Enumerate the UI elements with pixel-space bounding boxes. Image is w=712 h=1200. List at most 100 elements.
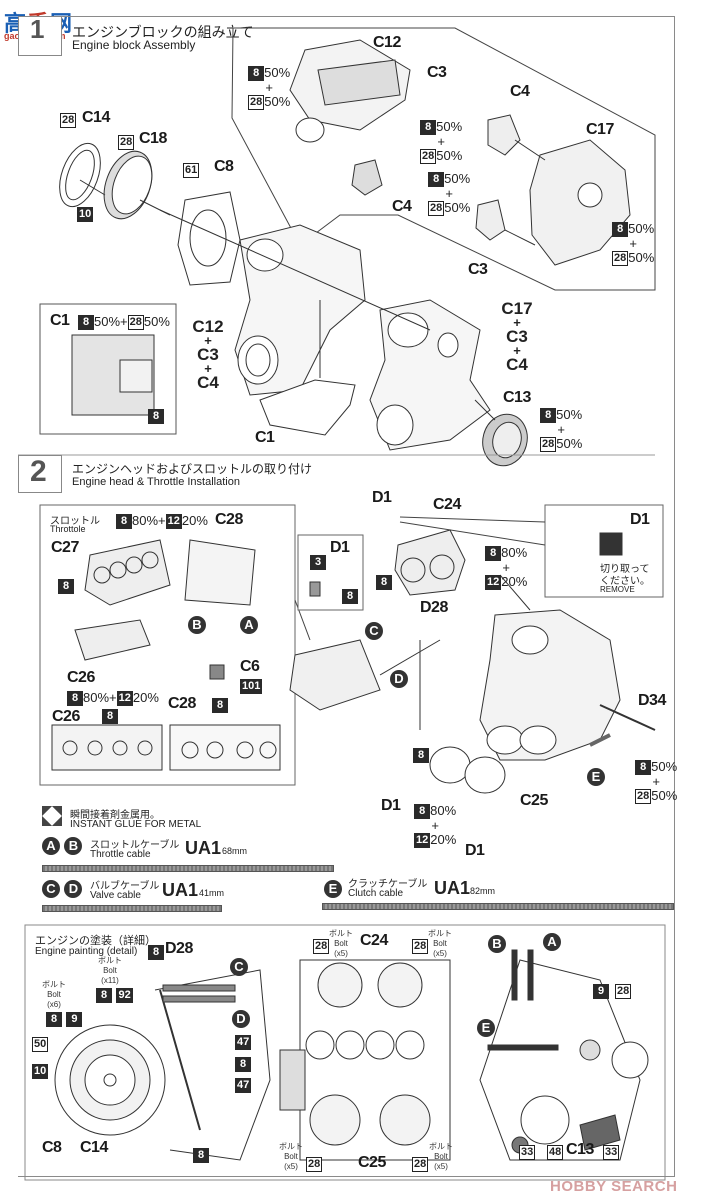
- c13-detail-label: C13: [566, 1141, 594, 1158]
- detail-code-33b: 33: [603, 1145, 620, 1161]
- painting-detail-title-en: Engine painting (detail): [35, 946, 138, 957]
- detail-code-8r: 8: [235, 1056, 251, 1074]
- c8-detail-label: C8: [42, 1139, 62, 1156]
- c25-detail-label: C25: [358, 1154, 386, 1171]
- c24-part: [394, 529, 466, 596]
- c27-label: C27: [51, 539, 79, 556]
- cable-e-bar: [322, 903, 674, 910]
- detail-code-28: 28: [615, 984, 632, 1000]
- cable-d-marker: D: [390, 670, 408, 688]
- c28-bottom-label: C28: [168, 695, 196, 712]
- detail-e-marker: E: [477, 1019, 495, 1037]
- c25-part: [429, 746, 471, 784]
- d1-label-a: D1: [372, 489, 392, 506]
- c24-detail-label: C24: [360, 932, 388, 949]
- detail-c-marker: C: [230, 958, 248, 976]
- cable-cd-en: Valve cable: [90, 890, 141, 901]
- c4-part-right: [487, 114, 521, 156]
- cable-d-badge: D: [64, 880, 83, 898]
- c17-combo-label: C17 + C3 + C4: [501, 299, 533, 374]
- c25-bolt-code-left: 28: [306, 1157, 323, 1173]
- hobby-search-watermark: HOBBY SEARCH: [550, 1178, 678, 1195]
- cable-c-badge: C: [42, 880, 60, 898]
- c1-part: [259, 379, 356, 436]
- c28-label: C28: [215, 511, 243, 528]
- step2-title-jp: エンジンヘッドおよびスロットルの取り付け: [72, 462, 313, 476]
- c24-label: C24: [433, 496, 461, 513]
- cable-ab-length: 68mm: [222, 846, 248, 856]
- cable-b-marker: B: [188, 616, 206, 634]
- cable-ab-bar: [42, 865, 334, 872]
- glue-note-en: INSTANT GLUE FOR METAL: [70, 819, 202, 830]
- detail-code-50: 50: [32, 1037, 49, 1053]
- c1-label: C1: [255, 429, 275, 446]
- c25-code-8: 8: [413, 747, 429, 765]
- throttle-body-step2: [289, 639, 381, 711]
- cable-cd-part: UA1: [162, 880, 199, 900]
- c4-label-right: C4: [510, 83, 530, 100]
- callout-outline: [231, 27, 656, 291]
- cable-ab-jp: スロットルケーブル: [90, 840, 180, 851]
- d1-label-c: D1: [465, 842, 485, 859]
- detail-d-marker: D: [232, 1010, 250, 1028]
- cable-ab-en: Throttle cable: [90, 849, 151, 860]
- glue-icon: [42, 806, 62, 826]
- c3-part-right: [475, 199, 506, 241]
- step1-number-box: [18, 16, 62, 56]
- throttle-inset-title-jp: スロットル: [50, 516, 100, 527]
- d1-inset-code-8: 8: [342, 588, 358, 606]
- c3-label-top: C3: [427, 64, 447, 81]
- c28-bottom-part: [169, 724, 281, 771]
- c18-inner-color-code: 10: [77, 207, 94, 223]
- c28-part: [184, 539, 256, 606]
- c17-label: C17: [586, 121, 614, 138]
- d1-inset-title: D1: [330, 539, 350, 556]
- cable-e-row: E: [324, 880, 342, 898]
- d34-label: D34: [638, 692, 666, 709]
- bolt6-codes: 8 9: [46, 1011, 83, 1029]
- d1-inset-frame: [297, 534, 364, 611]
- c24-bolt-caption-left: ボルト Bolt (x5): [329, 929, 353, 958]
- step2-title-en: Engine head & Throttle Installation: [72, 476, 240, 488]
- c3-label-right: C3: [468, 261, 488, 278]
- step2-number: 2: [30, 455, 47, 488]
- c25-label: C25: [520, 792, 548, 809]
- glue-note-jp: 瞬間接着剤金属用。: [70, 810, 160, 821]
- detail-b-marker: B: [488, 935, 506, 953]
- c27-color-code: 8: [58, 578, 74, 596]
- d1-remove-en: REMOVE: [600, 585, 635, 594]
- cable-cd-bar: [42, 905, 222, 912]
- c26-bottom-label: C26: [52, 708, 80, 725]
- detail-code-33a: 33: [519, 1145, 536, 1161]
- detail-code-47b: 47: [235, 1078, 252, 1094]
- d28-detail-code: 8: [148, 944, 164, 962]
- c24-code-8: 8: [376, 574, 392, 592]
- cable-e-part: UA1: [434, 878, 471, 898]
- c4-label-mid: C4: [392, 198, 412, 215]
- c27-part: [84, 539, 171, 606]
- bolt11-codes: 8 92: [96, 987, 133, 1005]
- d1-remove-jp-2: ください。: [600, 576, 650, 587]
- c28-bottom-code: 8: [212, 697, 228, 715]
- cable-e-length: 82mm: [470, 886, 496, 896]
- cable-cd-length: 41mm: [199, 888, 225, 898]
- throttle-inset-title-en: Throttole: [50, 524, 86, 534]
- c6-label: C6: [240, 658, 260, 675]
- c1-inset-code: 8: [148, 408, 164, 426]
- cable-ab-part: UA1: [185, 838, 222, 858]
- engine-right-side: [479, 959, 641, 1161]
- c14-label: C14: [82, 109, 110, 126]
- detail-code-48: 48: [547, 1145, 564, 1161]
- c13-label: C13: [503, 389, 531, 406]
- cable-a-badge: A: [42, 837, 60, 855]
- d1-label-b: D1: [381, 797, 401, 814]
- bolt11-caption: ボルト Bolt (x11): [98, 956, 122, 985]
- detail-code-47a: 47: [235, 1035, 252, 1051]
- c1-inset-title: C1: [50, 312, 70, 329]
- c24-bolt-code-right: 28: [412, 939, 429, 955]
